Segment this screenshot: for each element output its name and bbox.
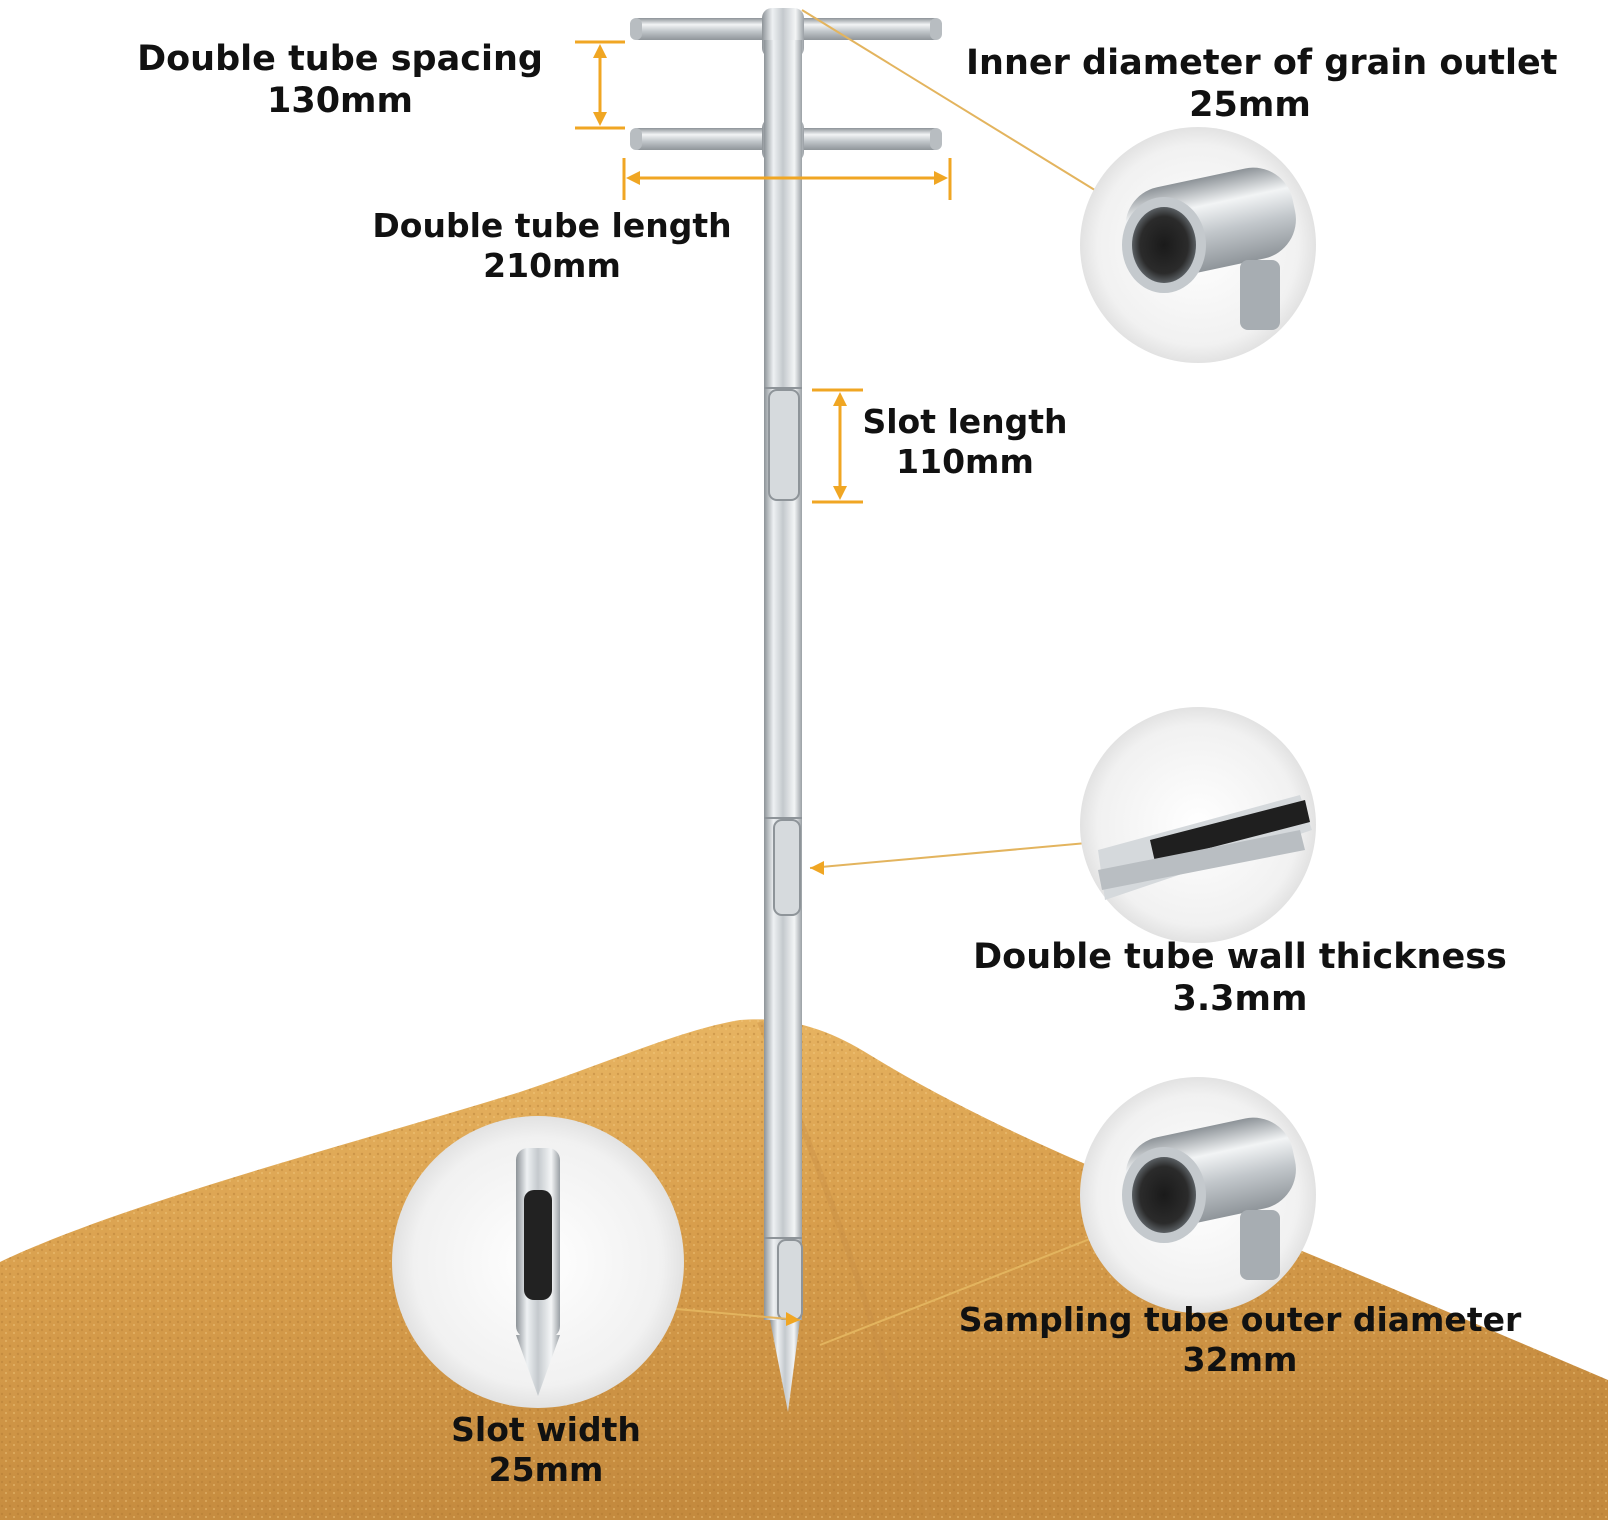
label-inner-diameter-outlet: Inner diameter of grain outlet 25mm: [966, 42, 1558, 126]
label-value: 130mm: [267, 81, 413, 121]
dimension-slot-length: [812, 388, 863, 504]
label-value: 110mm: [896, 441, 1034, 481]
grain-pile: [0, 1019, 1608, 1520]
label-value: 32mm: [1182, 1339, 1298, 1379]
label-title: Sampling tube outer diameter: [958, 1300, 1522, 1339]
probe-shaft: [764, 40, 803, 1412]
dimension-length: [622, 158, 952, 200]
label-double-tube-length: Double tube length 210mm: [370, 206, 734, 285]
tube-end-icon: [1122, 167, 1296, 330]
callout-outer: [1080, 1077, 1316, 1313]
label-value: 25mm: [1189, 85, 1311, 125]
leader-lines: [664, 9, 1101, 1346]
label-title: Double tube length: [372, 206, 732, 245]
label-double-tube-spacing: Double tube spacing 130mm: [130, 38, 550, 122]
label-title: Slot width: [451, 1410, 641, 1449]
callout-wall: [1080, 707, 1316, 943]
label-slot-length: Slot length 110mm: [860, 402, 1070, 481]
tube-wall-icon: [1098, 795, 1312, 900]
dimension-spacing: [575, 40, 625, 130]
label-value: 3.3mm: [1172, 979, 1308, 1019]
tube-end-icon: [1122, 1117, 1296, 1280]
label-slot-width: Slot width 25mm: [420, 1410, 672, 1489]
label-title: Slot length: [862, 402, 1068, 441]
callout-slot-width: [392, 1116, 684, 1408]
label-outer-diameter: Sampling tube outer diameter 32mm: [950, 1300, 1530, 1379]
label-value: 25mm: [488, 1449, 604, 1489]
label-title: Double tube wall thickness: [973, 937, 1507, 977]
label-value: 210mm: [483, 245, 621, 285]
label-wall-thickness: Double tube wall thickness 3.3mm: [970, 936, 1510, 1020]
label-title: Inner diameter of grain outlet: [966, 43, 1558, 83]
callout-outlet: [1080, 127, 1316, 363]
probe-tip-icon: [516, 1148, 560, 1396]
label-title: Double tube spacing: [137, 39, 543, 79]
